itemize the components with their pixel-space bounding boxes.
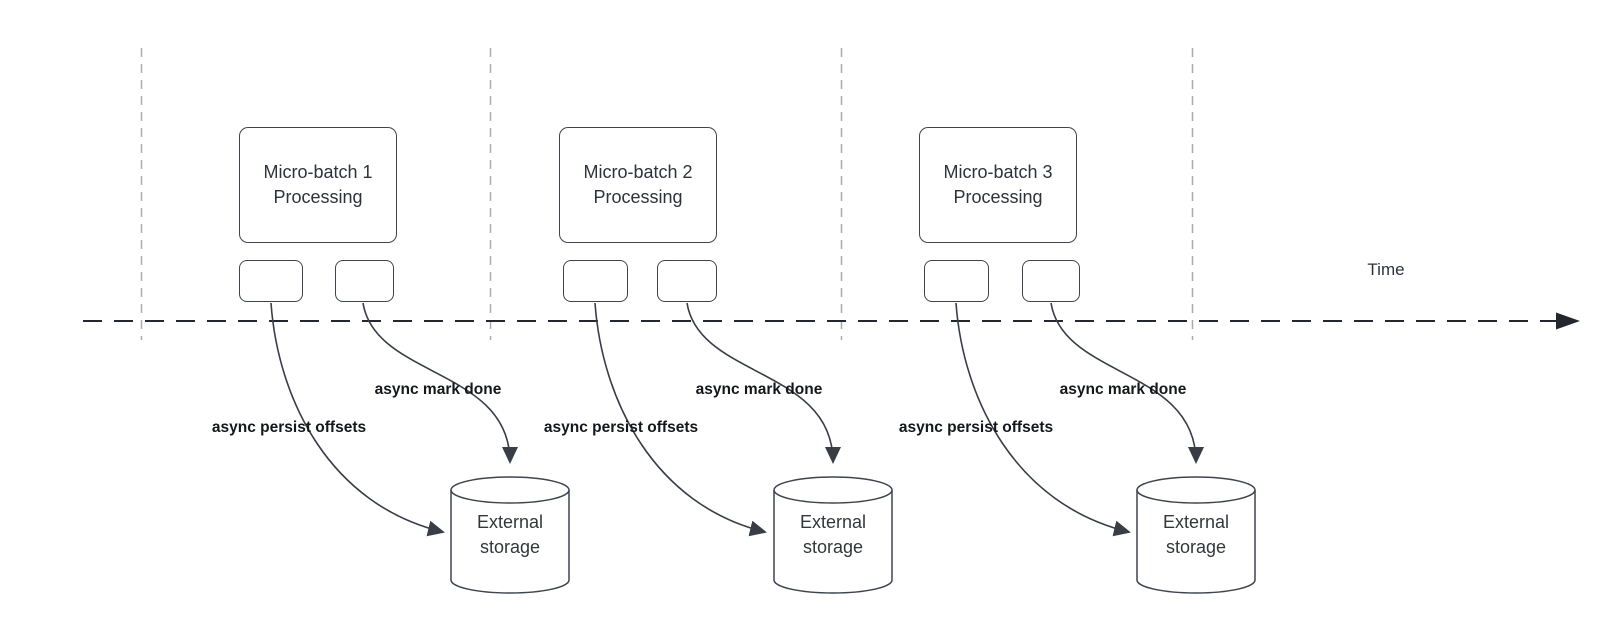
persist-offsets-label-2: async persist offsets (543, 419, 699, 436)
persist-offsets-label-1: async persist offsets (211, 419, 367, 436)
process-title: Micro-batch 3 (943, 162, 1053, 182)
mark-done-arrow-2 (686, 302, 841, 464)
process-subtitle: Processing (953, 187, 1043, 207)
mark-done-task-rect-1 (335, 260, 394, 302)
time-axis-arrowhead-icon (1556, 312, 1580, 330)
cylinder-body (773, 490, 893, 594)
external-storage-label-1: External storage (476, 512, 544, 557)
mark-done-arrow-3 (1050, 302, 1204, 464)
persist-offsets-task-rect-3 (924, 260, 989, 302)
external-storage-cylinder-3 (1136, 476, 1256, 594)
persist-offsets-label-3: async persist offsets (898, 419, 1054, 436)
process-title: Micro-batch 2 (583, 162, 693, 182)
persist-offsets-task-rect-1 (239, 260, 303, 302)
mark-done-task-rect-3 (1022, 260, 1080, 302)
process-subtitle: Processing (273, 187, 363, 207)
async-arrows (270, 302, 1204, 537)
persist-offsets-arrow-3 (955, 302, 1131, 537)
mark-done-label-3: async mark done (1059, 381, 1187, 398)
persist-offsets-arrow-2 (594, 302, 767, 537)
cylinder-top (450, 476, 570, 504)
cylinder-body (1136, 490, 1256, 594)
time-axis-arrow (83, 312, 1580, 330)
cylinder-top (1136, 476, 1256, 504)
external-storage-label-2: External storage (799, 512, 867, 557)
mark-done-arrow-1 (362, 302, 518, 464)
persist-offsets-arrow-1 (270, 302, 445, 537)
time-axis-label: Time (1367, 260, 1405, 279)
micro-batch-1-processing-box: Micro-batch 1 Processing (239, 127, 397, 243)
external-storage-cylinder-2 (773, 476, 893, 594)
process-subtitle: Processing (593, 187, 683, 207)
mark-done-label-1: async mark done (374, 381, 502, 398)
external-storage-label-3: External storage (1162, 512, 1230, 557)
cylinder-top (773, 476, 893, 504)
mark-done-label-2: async mark done (695, 381, 823, 398)
mark-done-task-rect-2 (657, 260, 717, 302)
micro-batch-3-processing-box: Micro-batch 3 Processing (919, 127, 1077, 243)
external-storage-cylinder-1 (450, 476, 570, 594)
persist-offsets-task-rect-2 (563, 260, 628, 302)
time-guide-lines (140, 48, 1194, 340)
process-title: Micro-batch 1 (263, 162, 373, 182)
cylinder-body (450, 490, 570, 594)
micro-batch-2-processing-box: Micro-batch 2 Processing (559, 127, 717, 243)
storage-cylinders (450, 476, 1256, 594)
